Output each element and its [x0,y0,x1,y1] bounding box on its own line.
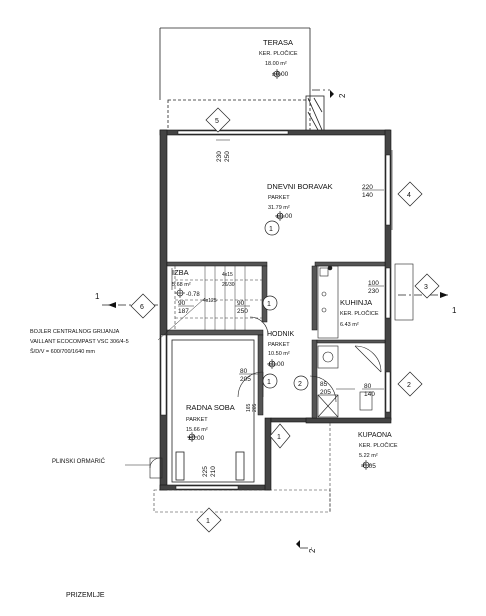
o5-bottom: 205 [240,376,251,383]
circle-1b-shape [262,295,278,311]
circle-1c: 1 [267,379,271,386]
o7-bottom: 187 [178,308,189,315]
gas-note: PLINSKI ORMARIĆ [52,458,106,465]
dimension-ticks [178,139,384,390]
plan-title: PRIZEMLJE [66,592,105,599]
marker-4: 4 [407,192,411,199]
dashed-lines [153,266,331,513]
hodnik-name: HODNIK [267,331,295,338]
dnevni-area: 31.79 m² [268,205,290,211]
kitchen-fixtures [317,263,414,339]
o2-bottom: 230 [368,288,379,295]
marker-5-shape [205,107,231,133]
kuhinja-area: 6.43 m² [340,322,359,328]
kupaona-floor: KER. PLOČICE [359,442,398,449]
boiler-note-3: Š/D/V = 600/700/1640 mm [30,348,95,355]
boiler-note-2: VAILLANT ECOCOMPAST VSC 306/4-5 [30,339,129,345]
section-arrows [108,90,448,548]
o1-bottom: 140 [362,192,373,199]
level-markers [175,69,371,470]
marker-4-shape [397,181,423,207]
terrace-outline [159,27,325,133]
dnevni-floor: PARKET [268,195,290,201]
door-swings [171,268,337,403]
kupaona-level: -0.05 [361,463,376,470]
v3-top: 165 [246,403,252,412]
marker-1b-shape [269,423,291,449]
interior-walls [166,261,386,419]
marker-1-shape [196,507,222,533]
kuhinja-floor: KER. PLOČICE [340,310,379,317]
hodnik-floor: PARKET [268,342,290,348]
v3-bottom: 205 [252,403,258,412]
leader-lines [125,297,206,466]
marker-3: 3 [424,284,428,291]
o1-top: 220 [362,184,373,191]
marker-2: 2 [407,382,411,389]
radna-frame [171,339,255,483]
marker-3-shape [414,273,440,299]
v1-top: 230 [216,151,223,162]
circle-1c-shape [262,373,278,389]
izba-area: 5.68 m² [172,282,191,288]
marker-5: 5 [215,118,219,125]
kupaona-name: KUPAONA [358,432,392,439]
terasa-floor: KER. PLOČICE [259,50,298,57]
kupaona-area: 5.22 m² [359,453,378,459]
o3-top: 80 [364,383,372,390]
marker-2-shape [397,371,423,397]
hodnik-area: 10.50 m² [268,351,290,357]
section-1-right: 1 [452,306,457,315]
grid-markers [130,107,440,533]
boiler-note-1: BOJLER CENTRALNOG GRIJANJA [30,329,120,335]
gas-cabinet [149,457,163,479]
radna-floor: PARKET [186,417,208,423]
o4-bottom: 205 [320,389,331,396]
o6-top: 90 [237,300,245,307]
circle-1a: 1 [269,226,273,233]
terasa-level: ±0.00 [272,71,289,78]
marker-6: 6 [140,304,144,311]
o3-bottom: 140 [364,391,375,398]
bathroom-fixtures [317,345,382,418]
circle-1b: 1 [267,301,271,308]
v2-top: 225 [202,466,209,477]
o4-top: 85 [320,381,328,388]
o6-bottom: 250 [237,308,248,315]
o2-top: 100 [368,280,379,287]
dnevni-level: ±0.00 [276,213,293,220]
v2-bottom: 210 [210,466,217,477]
marker-1: 1 [206,518,210,525]
radna-area: 15.66 m² [186,427,208,433]
o9-top: 4x125 [203,298,217,304]
marker-1b: 1 [277,434,281,441]
hodnik-level: ±0.00 [268,361,285,368]
kuhinja-name: KUHINJA [340,298,372,307]
section-lines [102,89,448,549]
section-1-left: 1 [95,292,100,301]
dnevni-name: DNEVNI BORAVAK [267,182,333,191]
v1-bottom: 250 [224,151,231,162]
marker-6-shape [130,293,156,319]
terasa-area: 18.00 m² [265,61,287,67]
terasa-name: TERASA [263,38,293,47]
o7-top: 90 [178,300,186,307]
circle-2-shape [293,375,309,391]
section-2-top: 2 [338,93,347,98]
radna-name: RADNA SOBA [186,403,235,412]
izba-name: IZBA [172,268,189,277]
o8-bottom: 26/30 [222,282,235,288]
radna-level: ±0.00 [188,435,205,442]
o5-top: 80 [240,368,248,375]
circle-1a-shape [264,220,280,236]
o8-top: 4x15 [222,272,233,278]
izba-level: -0.78 [186,292,200,298]
circle-2: 2 [298,381,302,388]
section-2-bottom: 2 [308,548,317,553]
